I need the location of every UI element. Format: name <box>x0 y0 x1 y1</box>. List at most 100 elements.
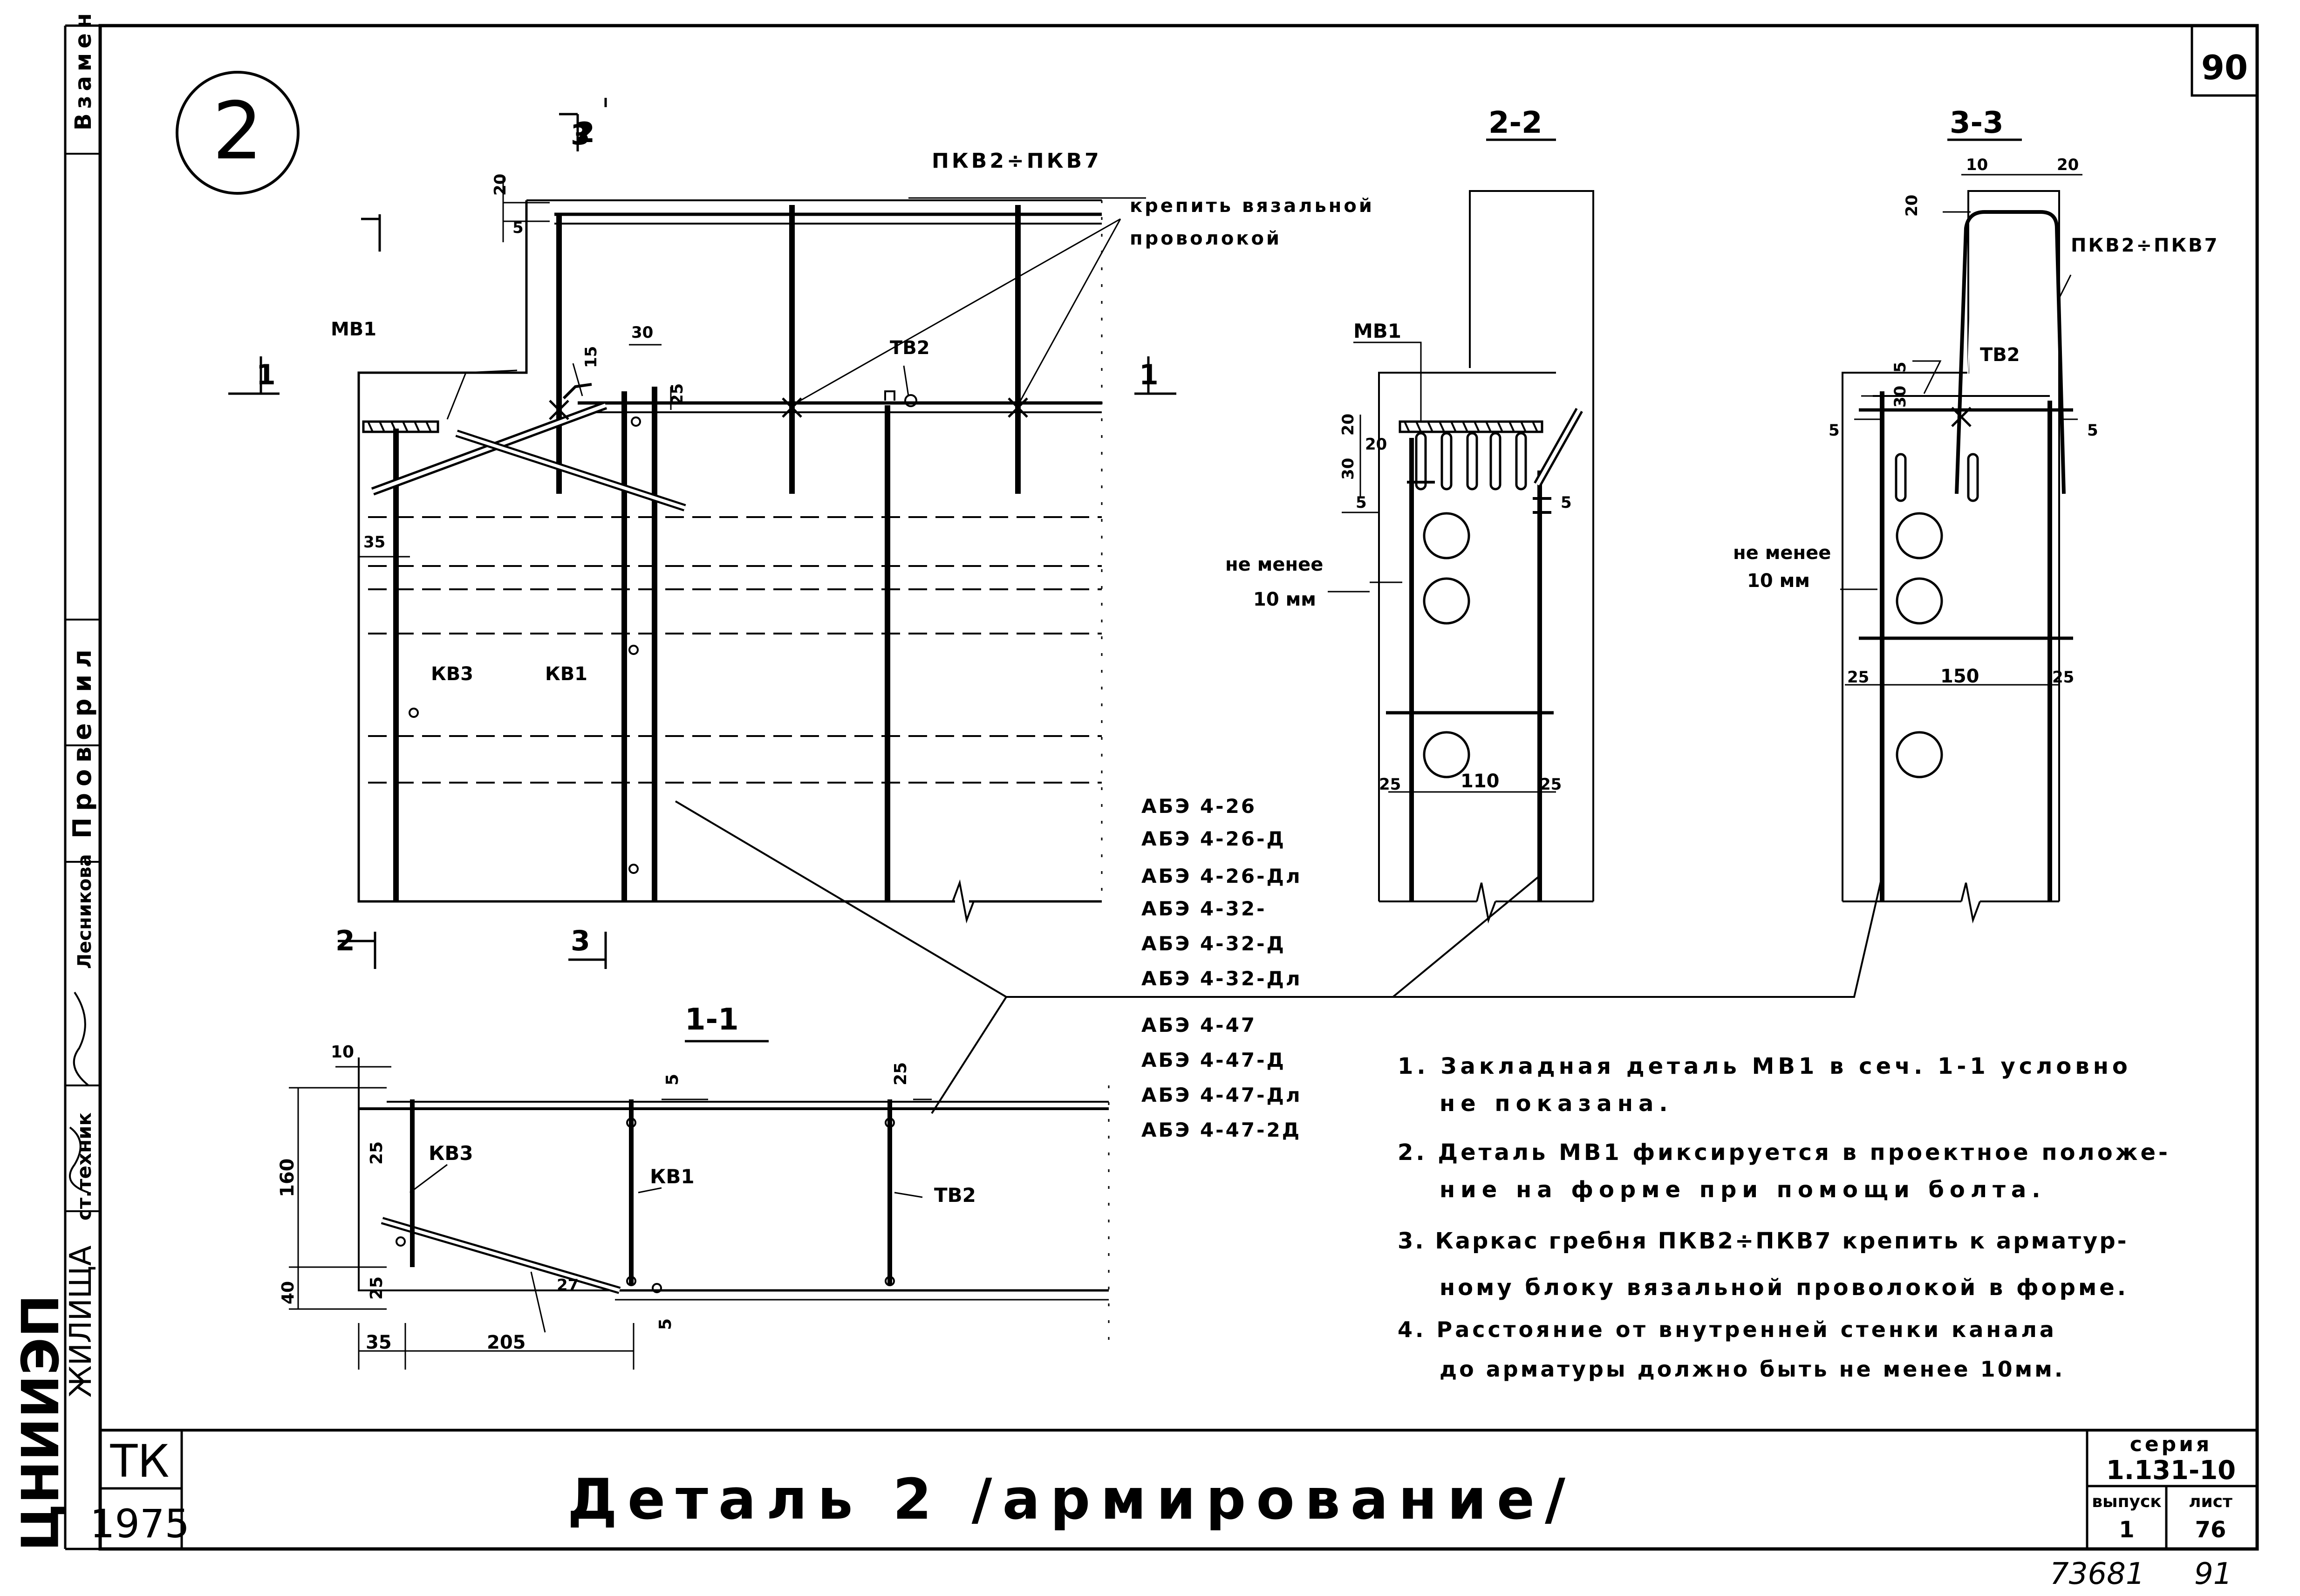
main-view <box>228 98 1176 969</box>
fix-note-line1: крепить вязальной <box>1130 195 1374 217</box>
title-block: ТК 1975 Деталь 2 /армирование/ серия 1.1… <box>90 1432 2236 1547</box>
s11-kv1: КВ1 <box>650 1165 695 1188</box>
block-item: АБЭ 4-47-Дл <box>1141 1084 1302 1106</box>
block-item: АБЭ 4-47-2Д <box>1141 1119 1301 1141</box>
s11-dim-10: 10 <box>331 1043 354 1062</box>
note-line: 4. Расстояние от внутренней стенки канал… <box>1398 1317 2057 1342</box>
s11-dim-35: 35 <box>366 1332 392 1353</box>
cut-3-bottom: 3 <box>571 925 590 957</box>
s11-dim-27: 27 <box>557 1276 579 1295</box>
block-item: АБЭ 4-26-Д <box>1141 827 1286 850</box>
s33-dim-10: 10 <box>1966 156 1988 174</box>
pkv-label: ПКВ2÷ПКВ7 <box>932 149 1102 173</box>
tb-seria-label: серия <box>2130 1432 2212 1456</box>
block-item: АБЭ 4-32-Д <box>1141 932 1286 955</box>
block-item: АБЭ 4-47-Д <box>1141 1049 1286 1071</box>
section-3-3-labels: 3-3 ПКВ2÷ПКВ7 ТВ2 не менее 10 мм 10 20 2… <box>1733 106 2219 687</box>
tb-vypusk-label: выпуск <box>2092 1492 2161 1511</box>
notes: 1. Закладная деталь МВ1 в сеч. 1-1 услов… <box>1398 1053 2170 1382</box>
kv3-label: КВ3 <box>431 663 473 685</box>
left-strip: Взамен Проверил Лесникова ст.техник ЖИЛИ… <box>11 8 98 1551</box>
s33-dim-5b: 5 <box>1829 421 1840 440</box>
section-2-2-title: 2-2 <box>1488 106 1542 140</box>
section-1-1-title: 1-1 <box>685 1003 739 1037</box>
s11-dim-5b: 5 <box>656 1318 675 1330</box>
s22-dim-20a: 20 <box>1339 414 1358 436</box>
note-line: ному блоку вязальной проволокой в форме. <box>1440 1275 2129 1301</box>
tb-seria: 1.131-10 <box>2106 1455 2236 1486</box>
s33-dim-5c: 5 <box>2087 421 2098 440</box>
tb-tk: ТК <box>110 1435 170 1487</box>
detail-marker: 2 <box>176 71 300 195</box>
note-line: ние на форме при помощи болта. <box>1440 1177 2046 1203</box>
s33-dim-30: 30 <box>1891 386 1910 408</box>
block-item: АБЭ 4-32-Дл <box>1141 967 1302 990</box>
block-item: АБЭ 4-26-Дл <box>1141 865 1302 887</box>
s22-dim-25b: 25 <box>1540 775 1562 794</box>
s11-dim-40: 40 <box>279 1281 298 1304</box>
main-view-labels: 2 3 1 1 2 3 ПКВ2÷ПКВ7 крепить вязальной … <box>256 116 1374 957</box>
block-item: АБЭ 4-26 <box>1141 795 1256 818</box>
s11-tv2: ТВ2 <box>934 1184 976 1207</box>
s22-note-2: 10 мм <box>1253 589 1316 610</box>
dim-15: 15 <box>582 346 601 368</box>
dim-5: 5 <box>512 218 524 237</box>
s33-note-2: 10 мм <box>1747 570 1810 592</box>
tb-title: Деталь 2 /армирование/ <box>567 1467 1576 1532</box>
tv2-label: ТВ2 <box>890 337 930 359</box>
cut-2-top: 2 <box>575 116 595 149</box>
section-2-2 <box>1328 138 1594 924</box>
cut-2-bottom: 2 <box>335 925 355 957</box>
s22-dim-25a: 25 <box>1379 775 1401 794</box>
dim-20: 20 <box>491 174 510 196</box>
s33-dim-20a: 20 <box>2057 156 2079 174</box>
block-list: АБЭ 4-26 АБЭ 4-26-Д АБЭ 4-26-Дл АБЭ 4-32… <box>1141 795 1302 1141</box>
cut-1-left: 1 <box>256 359 276 391</box>
dim-30: 30 <box>631 323 653 342</box>
section-1-1 <box>289 1040 1110 1370</box>
s11-dim-25a: 25 <box>891 1062 910 1085</box>
s33-dim-25a: 25 <box>1847 668 1869 687</box>
note-line: 3. Каркас гребня ПКВ2÷ПКВ7 крепить к арм… <box>1398 1228 2129 1254</box>
block-list-leader <box>675 800 1883 998</box>
s22-mv1: МВ1 <box>1353 320 1401 342</box>
s22-note-1: не менее <box>1225 554 1323 575</box>
note-line: 2. Деталь МВ1 фиксируется в проектное по… <box>1398 1139 2170 1166</box>
strip-vzamen: Взамен <box>70 8 96 130</box>
section-3-3 <box>1840 138 2082 924</box>
tb-year: 1975 <box>90 1501 190 1547</box>
s33-dim-150: 150 <box>1940 666 1979 687</box>
s22-dim-30: 30 <box>1339 458 1358 480</box>
s22-dim-110: 110 <box>1461 771 1500 792</box>
s11-dim-5a: 5 <box>663 1074 682 1085</box>
note-line: до арматуры должно быть не менее 10мм. <box>1440 1357 2065 1382</box>
strip-signature <box>69 991 89 1194</box>
block-item: АБЭ 4-47 <box>1141 1014 1256 1037</box>
s22-dim-20b: 20 <box>1365 435 1387 454</box>
s11-dim-205: 205 <box>487 1332 526 1353</box>
s33-dim-20b: 20 <box>1903 195 1921 217</box>
strip-org: ЦНИИЭП <box>11 1295 70 1551</box>
kv1-label: КВ1 <box>545 663 587 685</box>
mv1-label: МВ1 <box>331 319 376 340</box>
note-line: 1. Закладная деталь МВ1 в сеч. 1-1 услов… <box>1398 1053 2131 1079</box>
dim-25: 25 <box>668 383 687 405</box>
strip-lesnikova: Лесникова <box>74 854 96 969</box>
s22-dim-5b: 5 <box>1561 493 1572 512</box>
strip-technician: ст.техник <box>73 1112 96 1221</box>
tb-vypusk: 1 <box>2119 1517 2134 1543</box>
stamp-number: 73681 <box>2050 1557 2145 1591</box>
sheet-number: 90 <box>2201 48 2248 87</box>
cut-1-right: 1 <box>1139 359 1159 391</box>
sheet-frame <box>64 24 2259 1551</box>
s11-dim-25b: 25 <box>367 1141 386 1165</box>
tb-list-label: лист <box>2189 1492 2232 1511</box>
note-line: не показана. <box>1440 1091 1673 1117</box>
block-item: АБЭ 4-32- <box>1141 897 1267 920</box>
block-list-leader-3 <box>1392 875 1541 998</box>
dim-35: 35 <box>363 533 385 552</box>
s33-pkv-label: ПКВ2÷ПКВ7 <box>2071 235 2219 256</box>
section-1-1-labels: 1-1 КВ3 КВ1 ТВ2 10 5 25 25 160 40 25 27 … <box>277 1003 976 1353</box>
s22-dim-5a: 5 <box>1356 493 1367 512</box>
